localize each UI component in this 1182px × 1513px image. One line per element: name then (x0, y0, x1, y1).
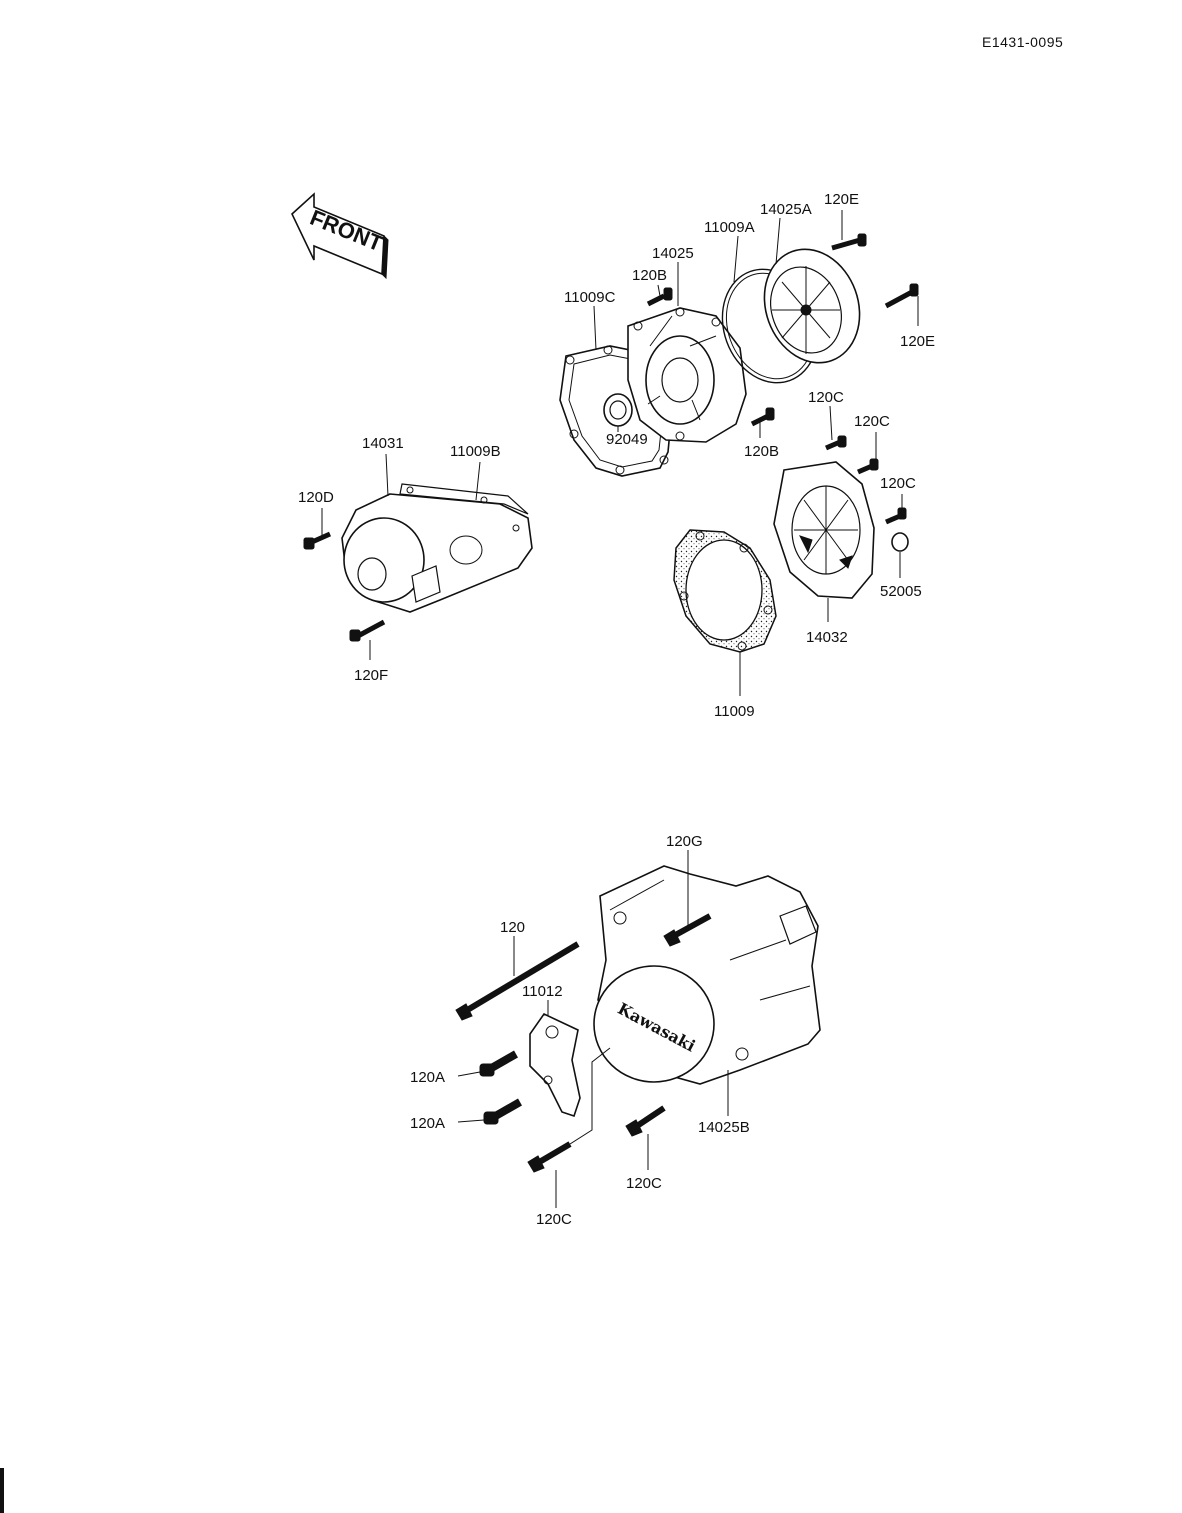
callout-120C-d: 120C (536, 1211, 572, 1228)
bolt-120B-a (646, 287, 673, 307)
callout-14032: 14032 (806, 629, 848, 646)
callout-11009A: 11009A (704, 219, 755, 236)
callout-120A-2: 120A (410, 1115, 445, 1132)
leader-lines-bottom (457, 850, 729, 1208)
callout-14025: 14025 (652, 245, 694, 262)
callout-52005: 52005 (880, 583, 922, 600)
callout-120G: 120G (666, 833, 703, 850)
bolt-120C-d (527, 1141, 572, 1173)
callout-120C-e: 120C (626, 1175, 662, 1192)
callouts-top: 120E 14025A 11009A 14025 120B 11009C 120… (298, 191, 935, 720)
cover-14032 (773, 461, 875, 599)
bolt-120F (349, 619, 386, 642)
callout-92049: 92049 (606, 431, 648, 448)
callout-14025B: 14025B (698, 1119, 750, 1136)
front-direction-arrow: FRONT (291, 192, 389, 280)
cover-14031 (341, 483, 533, 613)
callout-120: 120 (500, 919, 525, 936)
document-id: E1431-0095 (982, 34, 1064, 50)
callout-11009: 11009 (714, 703, 755, 720)
callout-120B-low: 120B (744, 443, 779, 460)
plug-52005 (891, 532, 909, 552)
oil-seal-92049 (603, 393, 633, 427)
callout-120A-1: 120A (410, 1069, 445, 1086)
callout-120C-a: 120C (808, 389, 844, 406)
callout-120C-b: 120C (854, 413, 890, 430)
bolt-120C-e (625, 1105, 666, 1137)
bolt-120G (663, 913, 712, 947)
callout-120E-right: 120E (900, 333, 935, 350)
callout-14025A: 14025A (760, 201, 812, 218)
bolts-top (303, 233, 919, 642)
callout-120E-top: 120E (824, 191, 859, 208)
bolt-120B-b (750, 407, 775, 427)
housing-14025 (627, 307, 747, 443)
bolt-120A-a (479, 1050, 518, 1077)
bolt-120C-b (857, 458, 879, 475)
leader-lines-top (321, 210, 919, 696)
bolt-120C-a (825, 435, 847, 451)
callout-120C-c: 120C (880, 475, 916, 492)
callout-14031: 14031 (362, 435, 404, 452)
bolt-120E-a (831, 233, 867, 251)
callout-11009C: 11009C (564, 289, 616, 306)
callout-120B-top: 120B (632, 267, 667, 284)
cover-14025B: Kawasaki (593, 865, 821, 1085)
bolt-120 (455, 941, 580, 1021)
callout-11012: 11012 (522, 983, 563, 1000)
callout-11009B: 11009B (450, 443, 501, 460)
bolt-120A-b (483, 1098, 522, 1125)
callout-120D: 120D (298, 489, 334, 506)
callouts-bottom: 120G 120 11012 120A 120A 14025B 120C 120… (410, 833, 750, 1228)
cap-14025A (763, 248, 861, 364)
bolt-120C-c (885, 507, 907, 525)
bolt-120D (303, 531, 332, 550)
callout-120F: 120F (354, 667, 388, 684)
bolt-120E-b (884, 283, 919, 309)
bolts-bottom (455, 913, 712, 1173)
bracket-11012 (529, 1012, 581, 1118)
gasket-11009 (673, 529, 777, 653)
scan-edge-mark (0, 1468, 4, 1513)
